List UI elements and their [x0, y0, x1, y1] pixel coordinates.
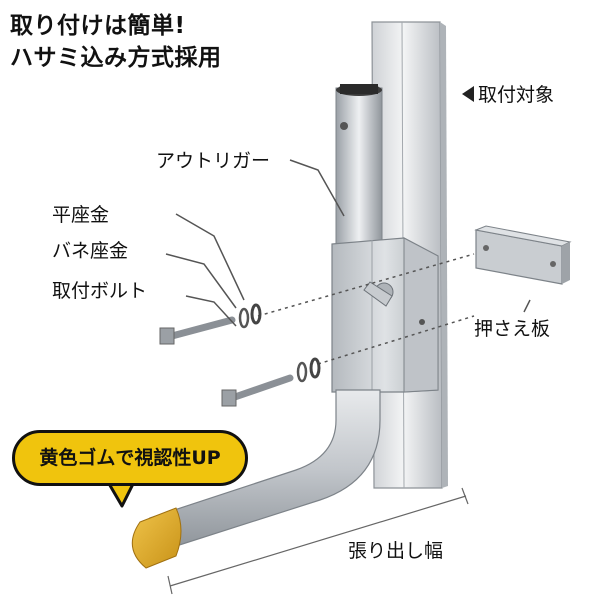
label-spring-washer: バネ座金	[52, 240, 129, 262]
label-bolt: 取付ボルト	[52, 280, 148, 302]
outrigger-arm	[149, 389, 381, 549]
clamp-bracket	[331, 237, 439, 393]
label-outrigger: アウトリガー	[156, 150, 271, 172]
clamp-plate	[474, 225, 572, 285]
lower-bolt	[221, 357, 321, 407]
label-target: 取付対象	[478, 84, 555, 106]
target-arrow-icon	[462, 86, 474, 102]
label-flat-washer: 平座金	[52, 204, 110, 226]
assembly-guide-lines	[257, 253, 475, 365]
rubber-cap	[131, 507, 182, 569]
visibility-badge: 黄色ゴムで視認性UP	[12, 430, 248, 486]
outrigger-tube	[335, 84, 383, 259]
badge-text: 黄色ゴムで視認性UP	[39, 447, 221, 469]
overhang-dimension	[167, 487, 469, 595]
headline-line1: 取り付けは簡単!	[10, 13, 186, 39]
label-overhang-width: 張り出し幅	[348, 540, 444, 562]
leader-lines	[165, 159, 531, 327]
headline-line2: ハサミ込み方式採用	[10, 45, 222, 71]
upper-bolt	[159, 303, 262, 345]
label-clamp-plate: 押さえ板	[474, 318, 551, 340]
